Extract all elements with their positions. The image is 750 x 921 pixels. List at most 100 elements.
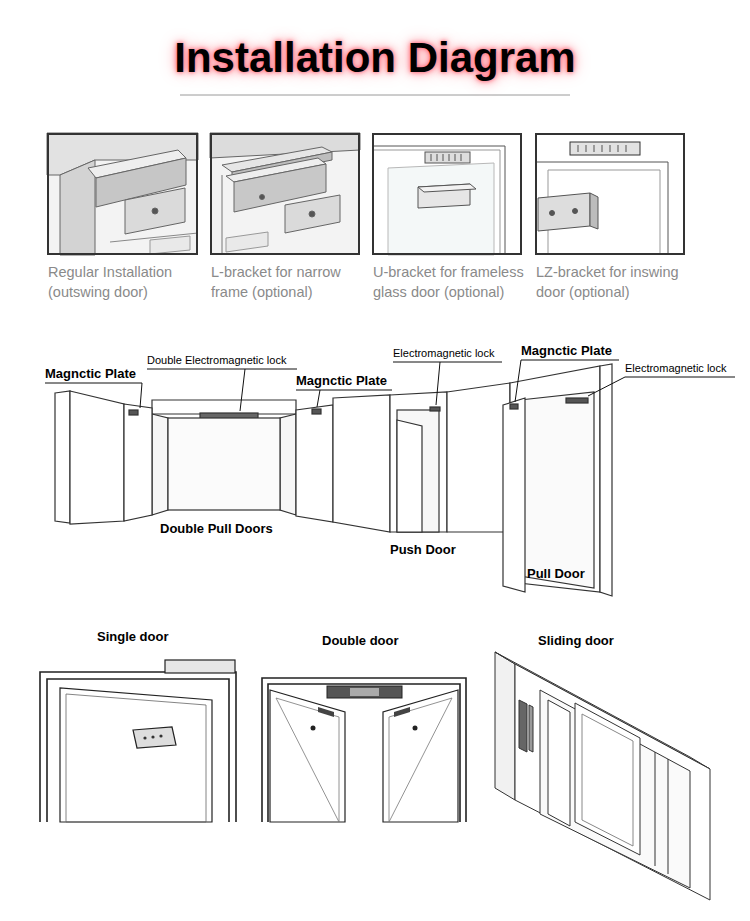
title-rule <box>180 95 570 96</box>
part-label: Electromagnetic lock <box>393 347 495 360</box>
sliding-door-sketch <box>575 703 640 855</box>
view-label: Sliding door <box>538 633 614 648</box>
l-bracket-photo <box>309 211 315 217</box>
u-bracket-photo <box>455 154 456 161</box>
sliding-door-sketch <box>540 690 690 888</box>
view-label: Double door <box>322 633 399 648</box>
double-door-sketch <box>276 698 339 822</box>
sliding-door-sketch <box>515 664 710 900</box>
l-bracket-photo <box>285 195 340 233</box>
u-bracket-photo <box>372 150 500 255</box>
l-bracket-photo <box>226 232 268 252</box>
double-door-sketch <box>394 707 410 717</box>
leader-line <box>45 360 735 411</box>
double-door-sketch <box>270 690 345 822</box>
door-types-scene <box>124 404 152 521</box>
bracket-photo-panel: Regular Installation (outswing door) <box>47 133 198 255</box>
double-door-sketch <box>268 684 460 822</box>
label-anchor: Single door <box>97 629 169 644</box>
leader-line <box>625 377 735 378</box>
label-anchor: Electromagnetic lock <box>393 347 495 360</box>
label-anchor: Double door <box>322 633 399 648</box>
outswing-door-photo <box>125 188 185 234</box>
door-types-scene <box>600 364 612 596</box>
part-label: Magnctic Plate <box>296 373 387 388</box>
label-anchor: Push Door <box>390 542 456 557</box>
part-label: Magnctic Plate <box>521 343 612 358</box>
door-types-scene <box>129 410 138 415</box>
door-types-scene <box>503 398 525 592</box>
label-anchor: Sliding door <box>538 633 614 648</box>
lz-bracket-photo <box>610 145 611 152</box>
l-bracket-photo <box>210 133 360 255</box>
u-bracket-photo <box>437 154 438 161</box>
sliding-door-sketch <box>495 652 515 800</box>
part-label: Double Electromagnetic lock <box>147 354 286 367</box>
u-bracket-photo <box>388 163 494 255</box>
single-door-sketch <box>143 736 146 739</box>
u-bracket-photo <box>449 154 450 161</box>
u-bracket-photo <box>461 154 462 161</box>
leader-line <box>296 390 392 391</box>
u-bracket-photo <box>372 146 505 255</box>
title-rule <box>180 95 570 96</box>
sliding-door-sketch <box>582 714 633 846</box>
lz-bracket-photo <box>550 211 555 216</box>
lz-bracket-photo <box>570 142 640 155</box>
u-bracket-photo <box>372 133 522 255</box>
double-door-sketch <box>327 686 402 698</box>
sliding-door-sketch <box>655 752 656 866</box>
outswing-door-photo <box>150 236 190 254</box>
door-type-label: Double Pull Doors <box>160 521 273 536</box>
single-door-sketch <box>151 735 154 738</box>
leader-line <box>515 360 521 402</box>
door-types-scene <box>510 404 518 409</box>
u-bracket-photo <box>431 154 432 161</box>
lz-bracket-photo <box>586 145 587 152</box>
leader-line <box>240 369 245 411</box>
panel-caption: U-bracket for frameless glass door (opti… <box>373 262 541 302</box>
door-type-label: Pull Door <box>527 566 585 581</box>
bracket-photo-panel: L-bracket for narrow frame (optional) <box>210 133 360 255</box>
double-door-sketch <box>311 726 316 731</box>
door-types-scene <box>312 409 321 414</box>
outswing-door-photo <box>47 133 198 255</box>
lz-bracket-photo <box>535 162 668 255</box>
lz-bracket-photo <box>590 193 598 229</box>
l-bracket-photo <box>210 133 360 255</box>
title-block: Installation Diagram <box>0 33 750 83</box>
outswing-door-photo <box>47 133 198 255</box>
panel-caption: L-bracket for narrow frame (optional) <box>211 262 379 302</box>
door-types-scene <box>566 398 588 403</box>
label-anchor: Double Pull Doors <box>160 521 273 536</box>
door-types-scene <box>70 391 124 524</box>
bracket-photo-panel: U-bracket for frameless glass door (opti… <box>372 133 522 255</box>
l-bracket-photo <box>260 195 265 200</box>
lz-bracket-photo <box>618 145 619 152</box>
label-anchor: Double Electromagnetic lock <box>147 354 286 367</box>
l-bracket-photo <box>222 175 223 255</box>
label-anchor: Magnctic Plate <box>296 373 387 388</box>
leader-line <box>393 362 502 363</box>
door-types-scene <box>152 414 168 515</box>
leader-line <box>317 390 320 407</box>
single-door-sketch <box>40 672 236 822</box>
double-door-sketch <box>262 678 466 822</box>
door-types-scene <box>390 392 447 532</box>
label-anchor: Pull Door <box>527 566 585 581</box>
u-bracket-photo <box>443 154 444 161</box>
single-door-sketch <box>60 688 212 822</box>
sliding-door-sketch <box>668 759 669 874</box>
door-types-scene <box>280 414 296 515</box>
lz-bracket-photo <box>538 193 590 231</box>
part-label: Magnctic Plate <box>45 366 136 381</box>
door-types-scene <box>447 383 510 532</box>
double-door-sketch <box>262 678 466 822</box>
outswing-door-photo <box>60 160 95 255</box>
outswing-door-photo <box>152 208 158 214</box>
door-types-scene <box>397 410 439 532</box>
lz-bracket-photo <box>626 145 627 152</box>
leader-line <box>588 377 625 396</box>
